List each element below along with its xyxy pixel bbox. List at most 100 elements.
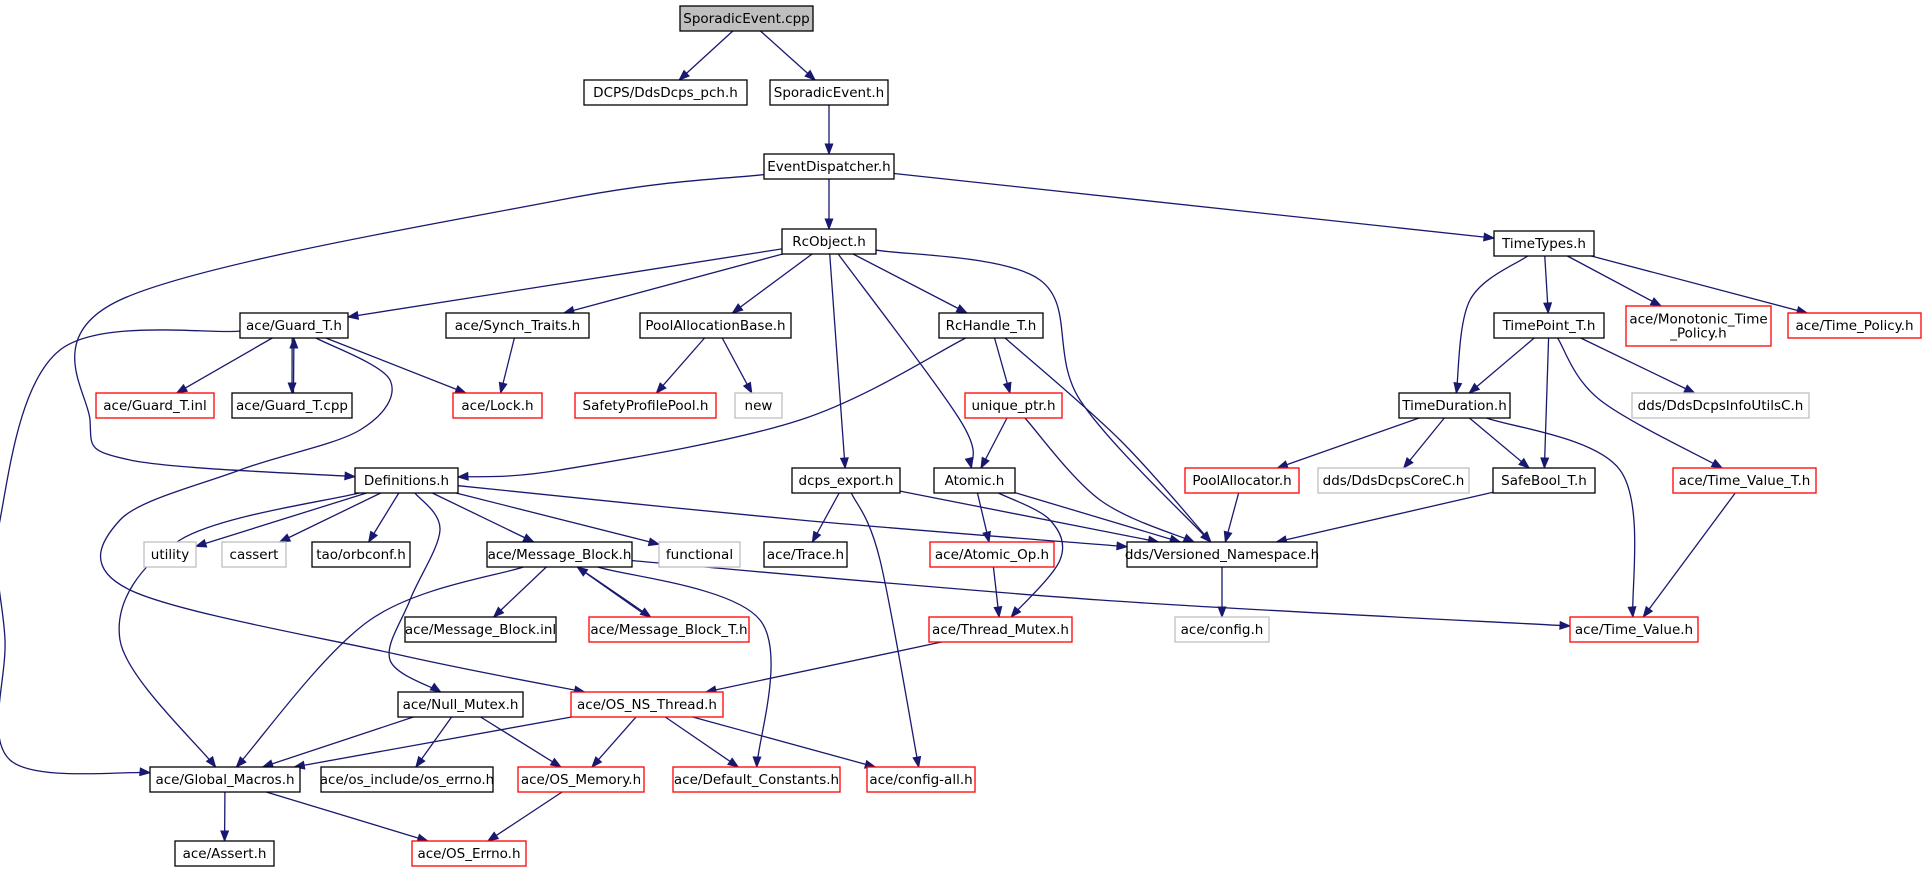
- edge-rcobject-to-dcps-export-arrowhead: [839, 457, 849, 470]
- node-definitions[interactable]: Definitions.h: [354, 467, 459, 494]
- node-default-constants[interactable]: ace/Default_Constants.h: [672, 766, 841, 793]
- node-os-errno[interactable]: ace/OS_Errno.h: [411, 840, 527, 867]
- node-monotonic[interactable]: ace/Monotonic_Time_Policy.h: [1625, 305, 1772, 347]
- node-dcps-export[interactable]: dcps_export.h: [791, 467, 901, 494]
- edge-definitions-to-null-mutex-arrowhead: [429, 682, 442, 693]
- edge-timeduration-to-safebool: [1469, 417, 1530, 469]
- node-message-block[interactable]: ace/Message_Block.h: [486, 541, 633, 568]
- node-poolallocator[interactable]: PoolAllocator.h: [1184, 467, 1300, 494]
- edge-event-dispatcher-to-rcobject-arrowhead: [824, 218, 834, 231]
- node-label: EventDispatcher.h: [767, 159, 890, 175]
- node-null-mutex[interactable]: ace/Null_Mutex.h: [397, 691, 524, 718]
- edge-dcps-export-to-config-all-arrowhead: [912, 755, 922, 769]
- edge-event-dispatcher-to-definitions: [74, 173, 765, 478]
- node-time-value-t[interactable]: ace/Time_Value_T.h: [1672, 467, 1817, 494]
- edge-os-memory-to-os-errno: [487, 791, 563, 842]
- edge-message-block-t-to-message-block-arrowhead: [576, 566, 589, 577]
- node-synch-traits[interactable]: ace/Synch_Traits.h: [445, 312, 590, 339]
- node-sporadic-h[interactable]: SporadicEvent.h: [769, 79, 889, 106]
- node-guard-t-inl[interactable]: ace/Guard_T.inl: [95, 392, 215, 419]
- node-config-all[interactable]: ace/config-all.h: [866, 766, 976, 793]
- node-time-policy[interactable]: ace/Time_Policy.h: [1787, 312, 1922, 339]
- node-lock-h[interactable]: ace/Lock.h: [452, 392, 543, 419]
- node-trace-h[interactable]: ace/Trace.h: [763, 541, 848, 568]
- node-functional: functional: [658, 541, 741, 568]
- node-utility: utility: [143, 541, 197, 568]
- node-os-errno-inc[interactable]: ace/os_include/os_errno.h: [320, 766, 494, 793]
- node-box: [397, 691, 524, 718]
- edge-timepoint-to-safebool-arrowhead: [1540, 457, 1550, 470]
- node-assert-h[interactable]: ace/Assert.h: [174, 840, 275, 867]
- node-box: [763, 541, 848, 568]
- node-label: ace/Time_Value_T.h: [1679, 473, 1811, 489]
- edge-atomic-h-to-atomic-op-arrowhead: [982, 530, 992, 544]
- edge-timetypes-to-timeduration: [1455, 255, 1529, 394]
- node-safebool[interactable]: SafeBool_T.h: [1492, 467, 1596, 494]
- node-rcobject[interactable]: RcObject.h: [781, 228, 877, 255]
- node-poolallocbase[interactable]: PoolAllocationBase.h: [639, 312, 792, 339]
- node-timeduration[interactable]: TimeDuration.h: [1398, 392, 1511, 419]
- node-box: [1493, 312, 1605, 339]
- edge-os-ns-thread-to-default-constants: [664, 716, 739, 768]
- node-guard-t-h[interactable]: ace/Guard_T.h: [239, 312, 349, 339]
- edge-message-block-to-message-block-inl-arrowhead: [492, 606, 505, 618]
- node-box: [933, 467, 1016, 494]
- node-rchandle[interactable]: RcHandle_T.h: [938, 312, 1044, 339]
- edge-message-block-to-message-block-inl: [493, 566, 547, 618]
- node-versioned-ns[interactable]: dds/Versioned_Namespace.h: [1125, 541, 1319, 568]
- node-unique-ptr[interactable]: unique_ptr.h: [964, 392, 1063, 419]
- node-label: ace/Atomic_Op.h: [935, 547, 1049, 563]
- node-message-block-inl[interactable]: ace/Message_Block.inl: [404, 616, 557, 643]
- node-os-memory[interactable]: ace/OS_Memory.h: [517, 766, 645, 793]
- edge-guard-t-h-to-lock-h: [325, 337, 466, 394]
- node-label: functional: [666, 547, 733, 563]
- node-label: ace/Message_Block.inl: [405, 622, 556, 638]
- node-timepoint[interactable]: TimePoint_T.h: [1493, 312, 1605, 339]
- node-box: [583, 79, 748, 106]
- node-label: DCPS/DdsDcps_pch.h: [593, 85, 738, 101]
- edge-synch-traits-to-lock-h-arrowhead: [498, 381, 508, 395]
- node-atomic-op[interactable]: ace/Atomic_Op.h: [929, 541, 1055, 568]
- node-safety-pool[interactable]: SafetyProfilePool.h: [574, 392, 717, 419]
- node-thread-mutex[interactable]: ace/Thread_Mutex.h: [928, 616, 1073, 643]
- node-guard-t-cpp[interactable]: ace/Guard_T.cpp: [231, 392, 353, 419]
- edge-rcobject-to-rchandle: [852, 253, 968, 314]
- node-global-macros[interactable]: ace/Global_Macros.h: [149, 766, 301, 793]
- edge-unique-ptr-to-atomic-h-arrowhead: [980, 456, 990, 470]
- edge-poolallocator-to-versioned-ns-arrowhead: [1223, 530, 1233, 544]
- node-box: [486, 541, 633, 568]
- edge-timepoint-to-infoutils-arrowhead: [1683, 384, 1696, 394]
- edge-rcobject-to-poolallocbase: [732, 253, 813, 314]
- node-label: ace/Guard_T.h: [246, 318, 342, 334]
- edge-time-value-t-to-time-value: [1642, 492, 1736, 618]
- node-label: TimePoint_T.h: [1502, 318, 1596, 334]
- node-box: [791, 467, 901, 494]
- node-os-ns-thread[interactable]: ace/OS_NS_Thread.h: [570, 691, 724, 718]
- edge-message-block-t-to-message-block: [576, 566, 649, 618]
- node-box: [1492, 467, 1596, 494]
- node-event-dispatcher[interactable]: EventDispatcher.h: [763, 153, 895, 180]
- node-label: ace/Global_Macros.h: [155, 772, 294, 788]
- edge-guard-t-h-to-guard-t-cpp-arrowhead: [287, 382, 297, 395]
- node-atomic-h[interactable]: Atomic.h: [933, 467, 1016, 494]
- node-label: RcObject.h: [792, 234, 866, 250]
- edge-event-dispatcher-to-timetypes: [893, 172, 1495, 239]
- node-label: ace/Default_Constants.h: [674, 772, 839, 788]
- edge-versioned-ns-to-config-h-arrowhead: [1217, 606, 1227, 619]
- edge-definitions-to-utility: [195, 492, 367, 547]
- node-time-value[interactable]: ace/Time_Value.h: [1569, 616, 1699, 643]
- node-timetypes[interactable]: TimeTypes.h: [1493, 230, 1595, 257]
- node-orbconf[interactable]: tao/orbconf.h: [311, 541, 411, 568]
- edge-message-block-to-time-value: [631, 559, 1571, 627]
- node-box: [143, 541, 197, 568]
- node-box: [445, 312, 590, 339]
- node-message-block-t[interactable]: ace/Message_Block_T.h: [588, 616, 750, 643]
- node-label: utility: [151, 547, 189, 563]
- edge-unique-ptr-to-versioned-ns-arrowhead: [1182, 533, 1196, 543]
- node-dcps-pch[interactable]: DCPS/DdsDcps_pch.h: [583, 79, 748, 106]
- edge-message-block-to-global-macros: [235, 566, 524, 768]
- edge-rcobject-to-poolallocbase-arrowhead: [731, 303, 744, 314]
- node-box: [231, 392, 353, 419]
- node-box: [734, 392, 783, 419]
